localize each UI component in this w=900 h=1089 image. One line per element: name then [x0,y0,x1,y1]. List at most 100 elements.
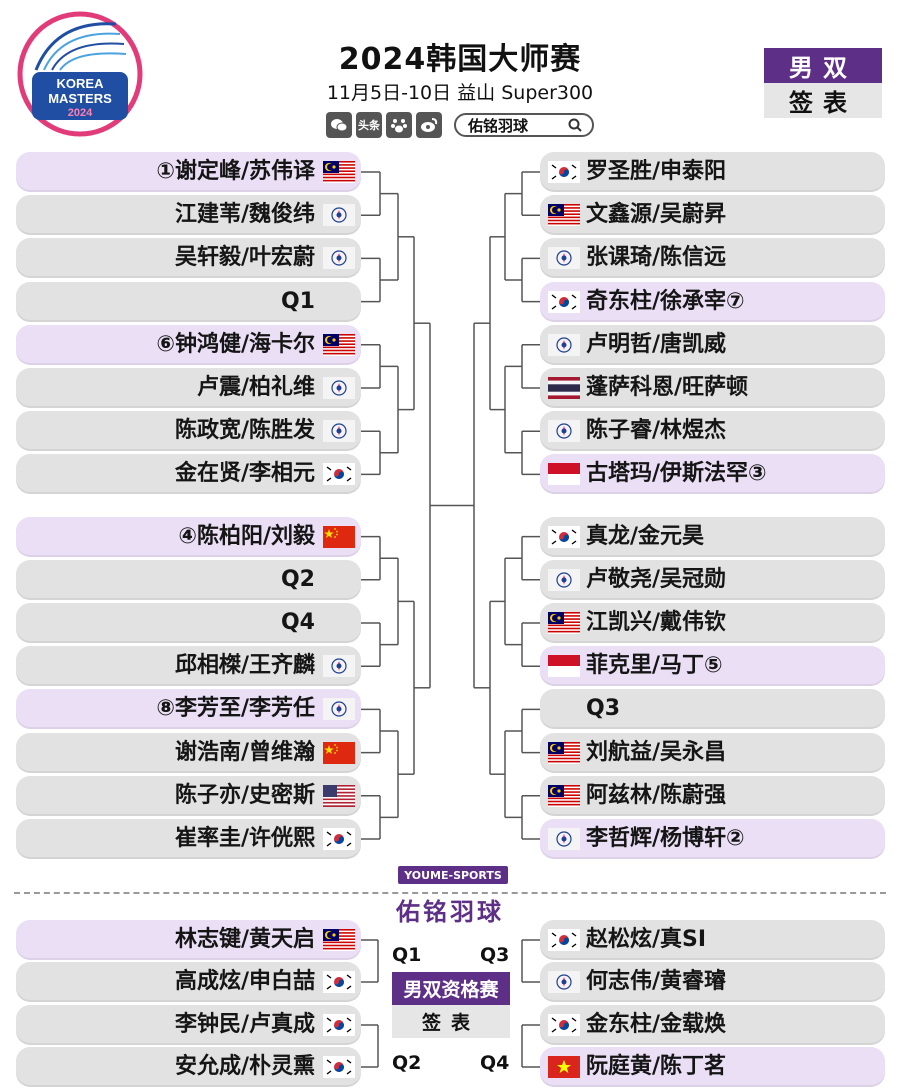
draw-entry: 陈子睿/林煜杰 [540,411,885,452]
draw-entry: 菲克里/马丁⑤ [540,646,885,687]
event-draw-label: 签表 [764,83,882,118]
korea-flag-icon [323,463,355,486]
logo-line-2: MASTERS [48,91,112,106]
chinese-taipei-flag-icon [323,655,355,678]
player-pair-name: Q1 [280,288,315,314]
korea-flag-icon [323,971,355,993]
player-pair-name: 李哲辉/杨博轩② [586,826,745,851]
draw-entry: 卢震/柏礼维 [16,368,361,408]
player-pair-name: 卢震/柏礼维 [196,375,315,400]
qual-label-q1: Q1 [392,944,422,966]
player-pair-name: 罗圣胜/申泰阳 [586,159,727,184]
qual-label-q3: Q3 [480,944,510,966]
player-pair-name: 张课琦/陈信远 [586,245,727,271]
player-pair-name: 卢明哲/唐凯威 [586,331,727,357]
qualifying-badge: 男双资格赛 签表 [392,972,510,1038]
player-pair-name: 阿兹林/陈蔚强 [586,782,727,808]
draw-entry: 李哲辉/杨博轩② [540,819,885,859]
draw-entry: Q4 [16,603,361,643]
player-pair-name: 江凯兴/戴伟钦 [586,610,727,635]
korea-masters-logo: KOREA MASTERS 2024 [17,11,143,137]
player-pair-name: 蓬萨科恩/旺萨顿 [586,375,749,400]
indonesia-flag-icon [548,463,580,486]
malaysia-flag-icon [548,784,580,807]
logo-line-1: KOREA [57,76,105,91]
page-title: 2024韩国大师赛 [338,42,582,77]
draw-entry: 文鑫源/吴蔚昇 [540,195,885,236]
draw-entry: 崔率圭/许侊熙 [16,819,361,859]
qualifying-title: 男双资格赛 [392,972,510,1005]
chinese-taipei-flag-icon [548,420,580,443]
weibo-icon[interactable] [416,112,442,138]
malaysia-flag-icon [548,741,580,764]
draw-entry: 阿兹林/陈蔚强 [540,775,885,816]
draw-entry: 阮庭黄/陈丁茗 [540,1047,885,1087]
draw-entry: 陈政宽/陈胜发 [16,411,361,452]
draw-entry: 赵松炫/真SI [540,920,885,960]
draw-entry: 吴轩毅/叶宏蔚 [16,238,361,279]
player-pair-name: 刘航益/吴永昌 [586,739,727,765]
player-pair-name: 文鑫源/吴蔚昇 [586,202,727,228]
search-label: 佑铭羽球 [468,116,529,135]
korea-flag-icon [323,1056,355,1078]
malaysia-flag-icon [548,612,580,634]
player-pair-name: 林志键/黄天启 [174,927,315,952]
qual-label-q2: Q2 [392,1052,422,1074]
player-pair-name: ⑥钟鸿健/海卡尔 [156,331,315,357]
search-box[interactable]: 佑铭羽球 [454,113,594,137]
draw-entry: 刘航益/吴永昌 [540,732,885,773]
player-pair-name: 菲克里/马丁⑤ [586,653,723,679]
korea-flag-icon [323,828,355,850]
draw-entry: 罗圣胜/申泰阳 [540,152,885,192]
draw-entry: 安允成/朴灵熏 [16,1047,361,1087]
korea-flag-icon [548,1014,580,1036]
player-pair-name: 邱相榤/王齐麟 [174,653,315,679]
draw-entry: Q1 [16,281,361,322]
player-pair-name: 阮庭黄/陈丁茗 [586,1054,727,1079]
chinese-taipei-flag-icon [323,698,355,721]
player-pair-name: 吴轩毅/叶宏蔚 [174,245,315,271]
indonesia-flag-icon [548,655,580,678]
malaysia-flag-icon [548,204,580,227]
player-pair-name: 江建苇/魏俊纬 [174,202,315,228]
player-pair-name: 金东柱/金载焕 [586,1012,727,1037]
korea-flag-icon [323,1014,355,1036]
draw-entry: 江凯兴/戴伟钦 [540,603,885,643]
draw-entry: 卢敬尧/吴冠勋 [540,559,885,600]
draw-entry: 林志键/黄天启 [16,920,361,960]
draw-entry: 邱相榤/王齐麟 [16,646,361,687]
draw-entry: ④陈柏阳/刘毅 [16,516,361,557]
player-pair-name: 卢敬尧/吴冠勋 [586,566,727,592]
logo-line-3: 2024 [68,107,93,119]
player-pair-name: 李钟民/卢真成 [174,1012,315,1037]
player-pair-name: ④陈柏阳/刘毅 [178,523,315,549]
malaysia-flag-icon [323,929,355,951]
player-pair-name: Q3 [586,696,621,722]
qual-label-q4: Q4 [480,1052,510,1074]
chinese-taipei-flag-icon [548,247,580,270]
korea-flag-icon [548,161,580,183]
search-icon [568,118,582,132]
vietnam-flag-icon [548,1056,580,1078]
draw-entry: 金东柱/金载焕 [540,1005,885,1045]
chinese-taipei-flag-icon [548,828,580,850]
player-pair-name: 安允成/朴灵熏 [174,1054,315,1079]
toutiao-icon[interactable]: 头条 [356,112,382,138]
chinese-taipei-flag-icon [323,247,355,270]
player-pair-name: ⑧李芳至/李芳任 [156,696,315,722]
player-pair-name: 陈子睿/林煜杰 [586,418,727,444]
korea-flag-icon [548,929,580,951]
player-pair-name: 崔率圭/许侊熙 [174,826,315,851]
draw-entry: 古塔玛/伊斯法罕③ [540,454,885,495]
event-dates-venue: 11月5日-10日 益山 Super300 [326,82,594,104]
player-pair-name: ①谢定峰/苏伟译 [156,159,315,184]
event-type: 男双 [764,48,882,83]
chinese-taipei-flag-icon [548,971,580,993]
draw-entry: 李钟民/卢真成 [16,1005,361,1045]
player-pair-name: 谢浩南/曾维瀚 [174,739,315,765]
event-type-badge: 男双 签表 [764,48,882,118]
wechat-icon[interactable] [326,112,352,138]
chinese-taipei-flag-icon [548,568,580,591]
player-pair-name: 赵松炫/真SI [586,927,707,952]
baidu-icon[interactable] [386,112,412,138]
